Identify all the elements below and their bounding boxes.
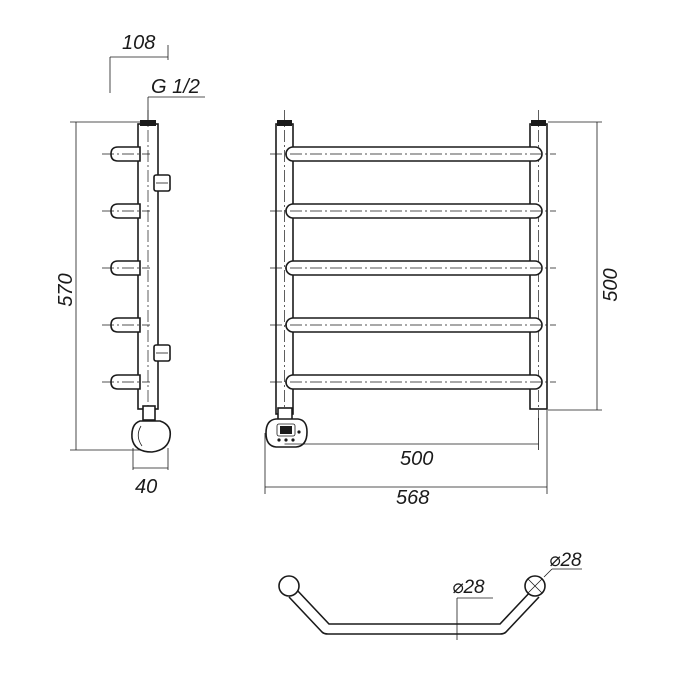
- side-rail-stub: [102, 374, 150, 390]
- front-rail: [270, 317, 556, 333]
- dim-post-diameter: ⌀28: [543, 550, 582, 578]
- dim-thread-label: G 1/2: [151, 76, 200, 98]
- front-rail: [270, 374, 556, 390]
- front-left-post-cap: [277, 120, 292, 126]
- dim-rail-diameter: ⌀28: [452, 577, 493, 640]
- dim-500-horizontal: 500: [284, 418, 539, 470]
- dim-570: 570: [55, 121, 140, 451]
- dim-568: 568: [264, 410, 548, 509]
- top-view: ⌀28 ⌀28: [278, 550, 582, 640]
- dim-thread: G 1/2: [147, 76, 205, 122]
- top-left-post: [278, 575, 300, 597]
- top-rail-outer: [295, 588, 533, 625]
- dim-570-label: 570: [55, 273, 77, 306]
- side-rail-stub: [102, 260, 150, 276]
- front-rail: [270, 203, 556, 219]
- side-bracket-top: [153, 174, 171, 192]
- front-heater: [265, 407, 308, 448]
- side-bracket-bottom: [153, 344, 171, 362]
- top-right-post: [524, 575, 546, 597]
- dim-108-label: 108: [122, 32, 155, 54]
- front-right-post-cap: [531, 120, 546, 126]
- dim-post-diameter-label: ⌀28: [549, 550, 582, 571]
- dim-500-vertical-label: 500: [600, 268, 622, 301]
- dim-568-label: 568: [396, 487, 429, 509]
- side-rail-stub: [102, 317, 150, 333]
- dim-500-vertical: 500: [548, 121, 622, 411]
- side-view: 108 G 1/2 570 40: [55, 32, 205, 498]
- side-rail-stub: [102, 203, 150, 219]
- side-rail-stubs: [102, 146, 150, 390]
- front-view: 500 500 568: [264, 110, 622, 509]
- side-post-cap: [140, 120, 156, 126]
- front-rail: [270, 260, 556, 276]
- dim-40-label: 40: [135, 476, 157, 498]
- front-rails: [270, 146, 556, 390]
- dim-108: 108: [109, 32, 169, 93]
- side-heater: [131, 405, 172, 453]
- front-rail: [270, 146, 556, 162]
- dim-500-horizontal-label: 500: [400, 448, 433, 470]
- dim-40: 40: [132, 448, 169, 498]
- top-rail-inner: [288, 596, 540, 635]
- dim-rail-diameter-label: ⌀28: [452, 577, 485, 598]
- side-rail-stub: [102, 146, 150, 162]
